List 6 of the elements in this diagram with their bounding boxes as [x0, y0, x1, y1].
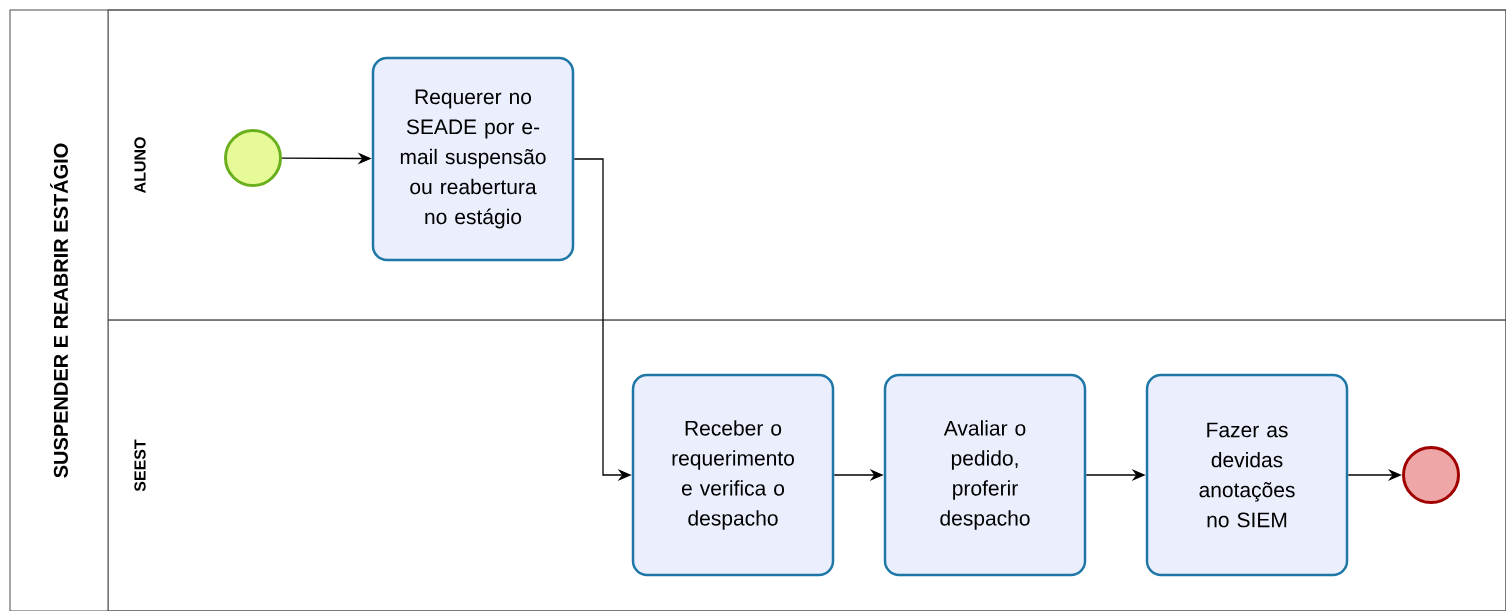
task-box: Requerer no SEADE por e-mail suspensão ou reabertura no estágio — [371, 56, 575, 262]
task-box: Fazer as devidas anotações no SIEM — [1145, 373, 1349, 577]
task-box: Avaliar o pedido, proferir despacho — [883, 373, 1087, 577]
task-box: Receber o requerimento e verifica o despacho — [631, 373, 835, 577]
start-event-circle — [224, 129, 282, 187]
end-event-circle — [1402, 446, 1460, 504]
